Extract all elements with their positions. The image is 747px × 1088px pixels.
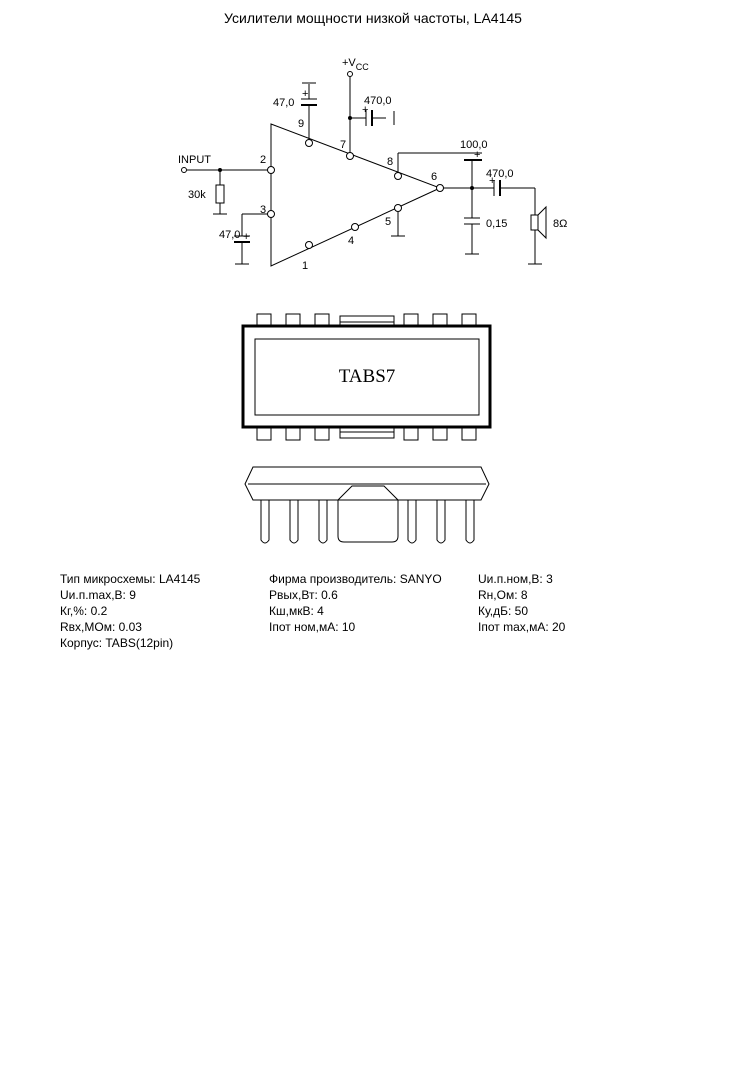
svg-text:+: +	[489, 175, 495, 187]
pin-6	[436, 184, 444, 192]
svg-text:+: +	[474, 149, 480, 161]
package-lead	[318, 500, 328, 544]
pin-1	[305, 241, 313, 249]
pin-4	[351, 223, 359, 231]
spec-chip-type: Тип микросхемы: LA4145	[60, 572, 201, 586]
spec-inom: Iпот ном,мА: 10	[269, 620, 356, 634]
pin-markers	[267, 139, 444, 249]
c-out-label: 470,0	[486, 168, 514, 180]
spec-vnom: Uи.п.ном,В: 3	[478, 572, 553, 586]
spec-package: Корпус: TABS(12pin)	[60, 636, 174, 650]
spec-vmax: Uи.п.max,В: 9	[60, 588, 136, 602]
pin8-capacitor: + 100,0	[397, 139, 488, 188]
pin-numbers: 9 7 8 2 6 3 5 4 1	[260, 118, 437, 272]
package-inner	[254, 338, 480, 416]
spec-rload: Rн,Ом: 8	[478, 588, 528, 602]
c-pin8-label: 100,0	[460, 139, 488, 151]
output-network: + 470,0 0,15	[443, 168, 535, 255]
spec-rin: Rвх,МОм: 0.03	[60, 620, 142, 634]
svg-text:1: 1	[302, 260, 308, 272]
vcc-label: +VCC	[342, 57, 369, 72]
package-side-body	[244, 466, 490, 501]
c-pin9-label: 47,0	[273, 97, 294, 109]
c-vcc-label: 470,0	[364, 95, 392, 107]
package-pin	[461, 426, 477, 441]
pin-2	[267, 166, 275, 174]
package-lead	[465, 500, 475, 544]
svg-text:+: +	[362, 104, 368, 116]
r-in-label: 30k	[188, 189, 206, 201]
package-label: TABS7	[339, 366, 396, 387]
pin-7	[346, 152, 354, 160]
package-pin	[285, 426, 301, 441]
svg-text:+: +	[243, 231, 249, 243]
package-lead	[260, 500, 270, 544]
amplifier-schematic: +VCC + 470,0 + 47,0 + 1	[178, 57, 567, 272]
pin9-capacitor: + 47,0	[273, 82, 317, 143]
svg-text:3: 3	[260, 204, 266, 216]
svg-text:6: 6	[431, 171, 437, 183]
svg-text:+: +	[302, 88, 308, 100]
svg-text:7: 7	[340, 139, 346, 151]
spec-manufacturer: Фирма производитель: SANYO	[269, 572, 442, 586]
speaker: 8Ω	[528, 188, 567, 265]
package-lead	[407, 500, 417, 544]
page-title: Усилители мощности низкой частоты, LA414…	[224, 10, 522, 26]
svg-text:8: 8	[387, 156, 393, 168]
package-pin	[314, 426, 330, 441]
svg-text:4: 4	[348, 235, 354, 247]
pin-9	[305, 139, 313, 147]
speaker-label: 8Ω	[553, 218, 567, 230]
c-pin3-label: 47,0	[219, 229, 240, 241]
package-side-view	[244, 466, 490, 544]
svg-text:5: 5	[385, 216, 391, 228]
pin-5	[394, 204, 402, 212]
input-network: INPUT 30k	[178, 154, 268, 215]
spec-noise: Кш,мкВ: 4	[269, 604, 324, 618]
package-pin	[256, 426, 272, 441]
package-pin	[432, 426, 448, 441]
spec-thd: Кг,%: 0.2	[60, 604, 108, 618]
package-pin	[403, 426, 419, 441]
package-body	[241, 324, 492, 429]
package-lead	[289, 500, 299, 544]
package-heat-tab	[337, 485, 399, 543]
amplifier-triangle	[270, 123, 442, 267]
pin-8	[394, 172, 402, 180]
svg-text:9: 9	[298, 118, 304, 130]
vcc-supply: +VCC + 470,0	[342, 57, 395, 153]
c-zobel-label: 0,15	[486, 218, 507, 230]
spec-imax: Iпот max,мА: 20	[478, 620, 566, 634]
pin5-ground	[391, 212, 405, 237]
spec-gain: Ку,дБ: 50	[478, 604, 529, 618]
package-lead	[436, 500, 446, 544]
spec-pout: Pвых,Вт: 0.6	[269, 588, 338, 602]
input-label: INPUT	[178, 154, 211, 166]
pin3-capacitor: + 47,0	[219, 213, 268, 265]
package-top-view: TABS7	[241, 313, 492, 441]
pin-3	[267, 210, 275, 218]
svg-text:2: 2	[260, 154, 266, 166]
